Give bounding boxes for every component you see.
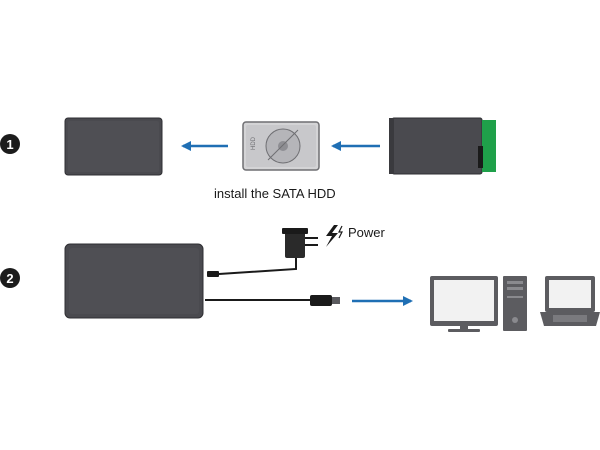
laptop-icon <box>540 276 600 326</box>
power-label: Power <box>348 225 385 240</box>
pc-tower-icon <box>503 276 527 331</box>
enclosure-closed <box>64 117 163 176</box>
usb-cable <box>205 295 340 306</box>
step-2-badge: 2 <box>0 268 20 288</box>
hdd-drive-icon: HDD <box>242 121 320 171</box>
lightning-icon <box>326 225 343 247</box>
sata-connector <box>482 120 496 172</box>
step-1-caption: install the SATA HDD <box>214 186 336 201</box>
power-adapter-icon <box>282 228 318 258</box>
enclosure-connected <box>64 243 204 319</box>
enclosure-open <box>389 117 496 175</box>
step-1-badge: 1 <box>0 134 20 154</box>
usb-plug-icon <box>310 295 332 306</box>
svg-text:HDD: HDD <box>251 136 257 150</box>
power-cable <box>207 258 297 277</box>
desktop-monitor-icon <box>430 276 498 332</box>
